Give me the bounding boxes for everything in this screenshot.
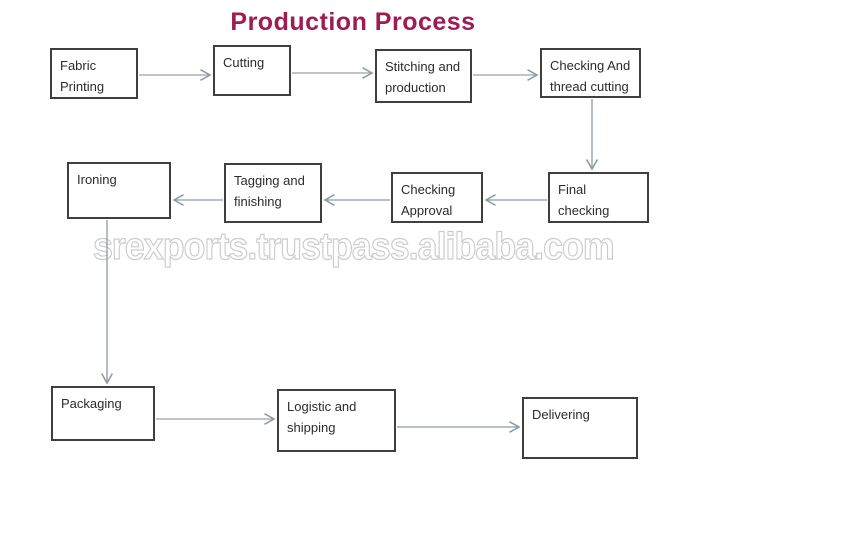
node-ironing: Ironing [67,162,171,219]
page-title: Production Process [230,8,476,36]
node-stitching-and-production: Stitching and production [375,49,472,103]
node-cutting: Cutting [213,45,291,96]
node-tagging-and-finishing: Tagging and finishing [224,163,322,223]
node-fabric-printing: Fabric Printing [50,48,138,99]
node-logistic-and-shipping: Logistic and shipping [277,389,396,452]
watermark-text: srexports.trustpass.alibaba.com [92,225,615,268]
node-delivering: Delivering [522,397,638,459]
node-packaging: Packaging [51,386,155,441]
node-checking-approval: Checking Approval [391,172,483,223]
node-final-checking: Final checking [548,172,649,223]
node-checking-and-thread-cutting: Checking And thread cutting [540,48,641,98]
